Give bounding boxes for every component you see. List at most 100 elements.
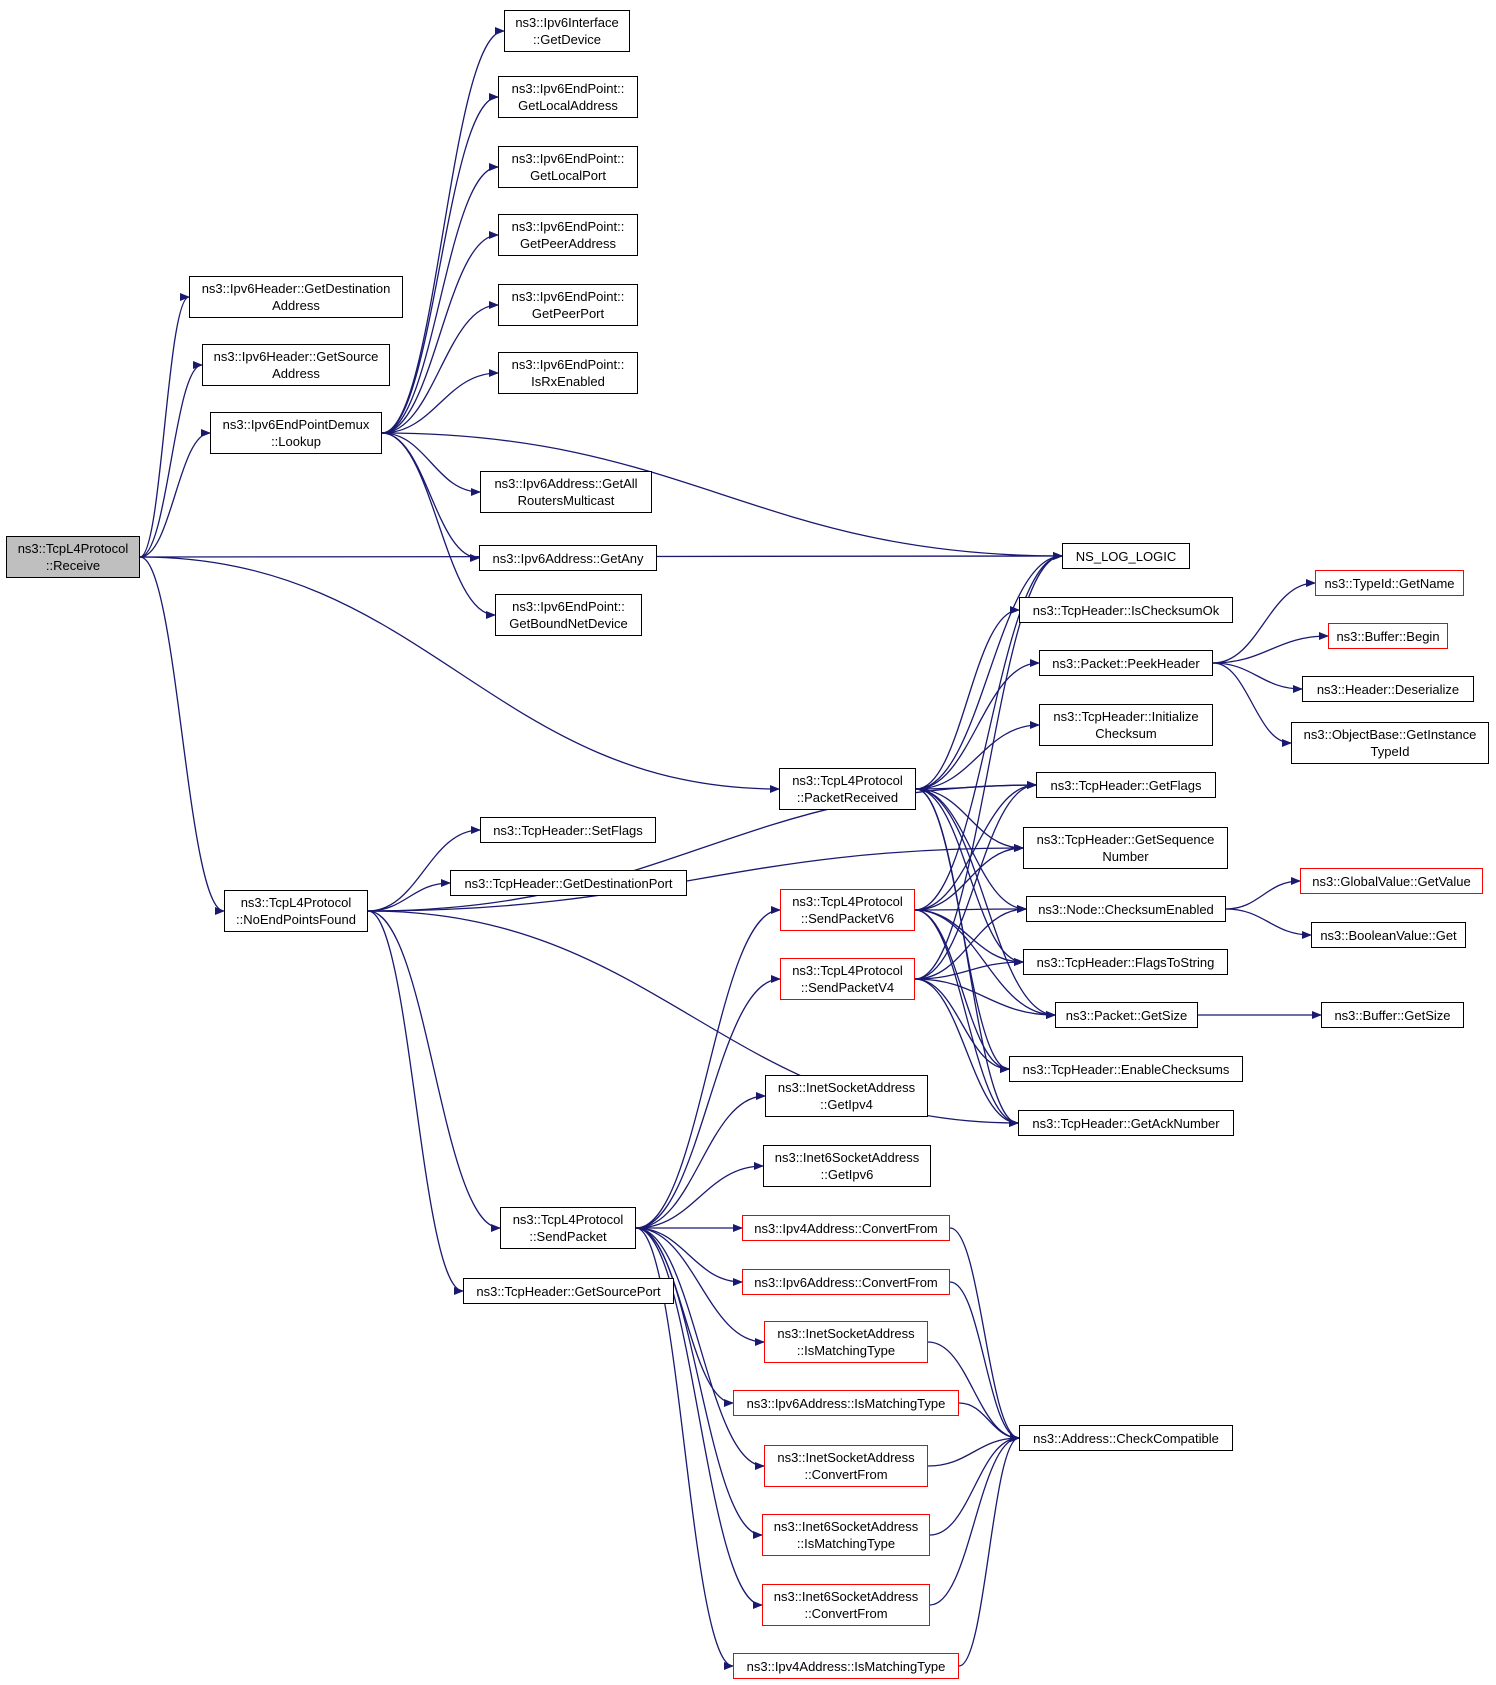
node-label-line: ::IsMatchingType	[796, 1536, 896, 1551]
node-label-line: ns3::TcpHeader::FlagsToString	[1036, 954, 1215, 970]
node-label-line: ns3::TcpHeader::GetSequence	[1036, 832, 1215, 847]
edge-inetconvertfrom-to-checkcompatible	[927, 1434, 1020, 1467]
edge-sendpacket-to-sendpacketv6	[635, 906, 781, 1229]
node-ipv6convertfrom[interactable]: ns3::Ipv6Address::ConvertFrom	[742, 1269, 950, 1295]
node-inet6getipv6[interactable]: ns3::Inet6SocketAddress::GetIpv6	[763, 1145, 931, 1187]
node-label-line: ns3::Ipv6Address::IsMatchingType	[746, 1395, 946, 1411]
node-packetreceived[interactable]: ns3::TcpL4Protocol::PacketReceived	[779, 768, 916, 810]
node-enablechecksums[interactable]: ns3::TcpHeader::EnableChecksums	[1009, 1056, 1243, 1082]
node-typeidgetname[interactable]: ns3::TypeId::GetName	[1315, 570, 1464, 596]
edge-noendpoints-to-getsrcport	[367, 910, 464, 1295]
node-getsrcport[interactable]: ns3::TcpHeader::GetSourcePort	[463, 1278, 674, 1304]
node-label-line: ns3::Node::ChecksumEnabled	[1038, 901, 1214, 917]
node-booleanget[interactable]: ns3::BooleanValue::Get	[1311, 922, 1466, 948]
node-label-line: ns3::Inet6SocketAddress	[774, 1150, 920, 1165]
edge-peekheader-to-typeidgetname	[1212, 579, 1316, 664]
node-getacknumber[interactable]: ns3::TcpHeader::GetAckNumber	[1018, 1110, 1234, 1136]
edge-sendpacketv6-to-getseqnum	[914, 844, 1024, 911]
node-ischecksumok[interactable]: ns3::TcpHeader::IsChecksumOk	[1019, 597, 1233, 623]
node-getboundnetdevice[interactable]: ns3::Ipv6EndPoint::GetBoundNetDevice	[495, 594, 642, 636]
node-label-line: ::NoEndPointsFound	[236, 912, 356, 927]
node-label-line: ::GetIpv4	[820, 1097, 873, 1112]
node-peekheader[interactable]: ns3::Packet::PeekHeader	[1039, 650, 1213, 676]
node-label-line: Checksum	[1095, 726, 1157, 741]
node-label-line: ns3::Ipv6EndPoint::	[511, 151, 625, 166]
edge-packetreceived-to-flagstostring	[915, 788, 1024, 966]
node-checkcompatible[interactable]: ns3::Address::CheckCompatible	[1019, 1425, 1233, 1451]
node-sendpacketv6[interactable]: ns3::TcpL4Protocol::SendPacketV6	[780, 889, 915, 931]
node-checksumenabled[interactable]: ns3::Node::ChecksumEnabled	[1026, 896, 1226, 922]
edge-packetreceived-to-peekheader	[915, 659, 1040, 790]
node-label-line: Address	[272, 366, 320, 381]
edge-ipv4convertfrom-to-checkcompatible	[949, 1227, 1020, 1442]
node-label-line: ns3::TcpHeader::GetSourcePort	[476, 1283, 661, 1299]
edge-lookup-to-getany	[381, 432, 480, 562]
node-deserialize[interactable]: ns3::Header::Deserialize	[1302, 676, 1474, 702]
node-nslog[interactable]: NS_LOG_LOGIC	[1062, 543, 1190, 569]
node-getpeerport[interactable]: ns3::Ipv6EndPoint::GetPeerPort	[498, 284, 638, 326]
edge-checksumenabled-to-booleanget	[1225, 908, 1312, 939]
edge-receive-to-getdestaddr	[139, 293, 190, 558]
node-buffergetsize[interactable]: ns3::Buffer::GetSize	[1321, 1002, 1464, 1028]
node-ipv6ismatching[interactable]: ns3::Ipv6Address::IsMatchingType	[733, 1390, 959, 1416]
node-packetgetsize[interactable]: ns3::Packet::GetSize	[1055, 1002, 1198, 1028]
node-inet6ismatching[interactable]: ns3::Inet6SocketAddress::IsMatchingType	[762, 1514, 930, 1556]
edge-noendpoints-to-getdestport	[367, 879, 451, 912]
node-getlocalport[interactable]: ns3::Ipv6EndPoint::GetLocalPort	[498, 146, 638, 188]
node-label-line: ns3::Ipv4Address::IsMatchingType	[746, 1658, 946, 1674]
edge-sendpacket-to-inetgetipv4	[635, 1092, 766, 1229]
edge-sendpacketv6-to-packetgetsize	[914, 909, 1056, 1019]
node-label-line: ::GetDevice	[533, 32, 601, 47]
node-label-line: ns3::InetSocketAddress	[777, 1080, 916, 1095]
edge-packetreceived-to-nslog	[915, 552, 1063, 790]
node-sendpacketv4[interactable]: ns3::TcpL4Protocol::SendPacketV4	[780, 958, 915, 1000]
node-getflags[interactable]: ns3::TcpHeader::GetFlags	[1036, 772, 1216, 798]
node-label-line: ns3::InetSocketAddress	[777, 1326, 915, 1341]
node-inetconvertfrom[interactable]: ns3::InetSocketAddress::ConvertFrom	[764, 1445, 928, 1487]
node-label-line: ns3::TcpHeader::GetAckNumber	[1032, 1115, 1220, 1131]
node-label-line: ns3::TcpL4Protocol	[792, 963, 903, 978]
node-globalgetvalue[interactable]: ns3::GlobalValue::GetValue	[1300, 868, 1483, 894]
node-isrxenabled[interactable]: ns3::Ipv6EndPoint::IsRxEnabled	[498, 352, 638, 394]
node-label-line: ns3::Inet6SocketAddress	[773, 1589, 919, 1604]
node-label-line: ns3::Ipv6Header::GetSource	[213, 349, 379, 364]
node-ipv4ismatching[interactable]: ns3::Ipv4Address::IsMatchingType	[733, 1653, 959, 1679]
node-label-line: ns3::Ipv6EndPoint::	[511, 81, 625, 96]
node-label-line: ns3::TcpL4Protocol	[792, 773, 903, 788]
node-getdevice[interactable]: ns3::Ipv6Interface::GetDevice	[504, 10, 630, 52]
edge-lookup-to-getdevice	[381, 27, 505, 434]
node-label-line: ns3::Ipv6EndPoint::	[511, 289, 625, 304]
node-ipv4convertfrom[interactable]: ns3::Ipv4Address::ConvertFrom	[742, 1215, 950, 1241]
edge-sendpacketv4-to-packetgetsize	[914, 978, 1056, 1019]
node-getpeeraddr[interactable]: ns3::Ipv6EndPoint::GetPeerAddress	[498, 214, 638, 256]
edge-sendpacket-to-inet6convertfrom	[635, 1227, 763, 1609]
edge-sendpacketv6-to-getflags	[914, 781, 1037, 911]
node-flagstostring[interactable]: ns3::TcpHeader::FlagsToString	[1023, 949, 1228, 975]
node-setflags[interactable]: ns3::TcpHeader::SetFlags	[480, 817, 656, 843]
node-inet6convertfrom[interactable]: ns3::Inet6SocketAddress::ConvertFrom	[762, 1584, 930, 1626]
node-getlocaladdr[interactable]: ns3::Ipv6EndPoint::GetLocalAddress	[498, 76, 638, 118]
node-label-line: ns3::Address::CheckCompatible	[1033, 1430, 1219, 1446]
node-inetismatching[interactable]: ns3::InetSocketAddress::IsMatchingType	[764, 1321, 928, 1363]
edge-sendpacketv4-to-checksumenabled	[914, 905, 1027, 980]
node-bufferbegin[interactable]: ns3::Buffer::Begin	[1328, 623, 1448, 649]
node-label-line: GetBoundNetDevice	[509, 616, 628, 631]
edge-lookup-to-nslog	[381, 432, 1063, 560]
node-noendpoints[interactable]: ns3::TcpL4Protocol::NoEndPointsFound	[224, 890, 368, 932]
node-inetgetipv4[interactable]: ns3::InetSocketAddress::GetIpv4	[765, 1075, 928, 1117]
node-sendpacket[interactable]: ns3::TcpL4Protocol::SendPacket	[500, 1207, 636, 1249]
node-lookup[interactable]: ns3::Ipv6EndPointDemux::Lookup	[210, 412, 382, 454]
edge-peekheader-to-bufferbegin	[1212, 632, 1329, 664]
edge-noendpoints-to-sendpacket	[367, 910, 501, 1232]
node-label-line: ns3::Ipv4Address::ConvertFrom	[754, 1220, 938, 1236]
node-getany[interactable]: ns3::Ipv6Address::GetAny	[479, 545, 657, 571]
node-label-line: ::SendPacketV4	[800, 980, 895, 995]
node-label-line: IsRxEnabled	[531, 374, 605, 389]
node-getdestport[interactable]: ns3::TcpHeader::GetDestinationPort	[450, 870, 687, 896]
